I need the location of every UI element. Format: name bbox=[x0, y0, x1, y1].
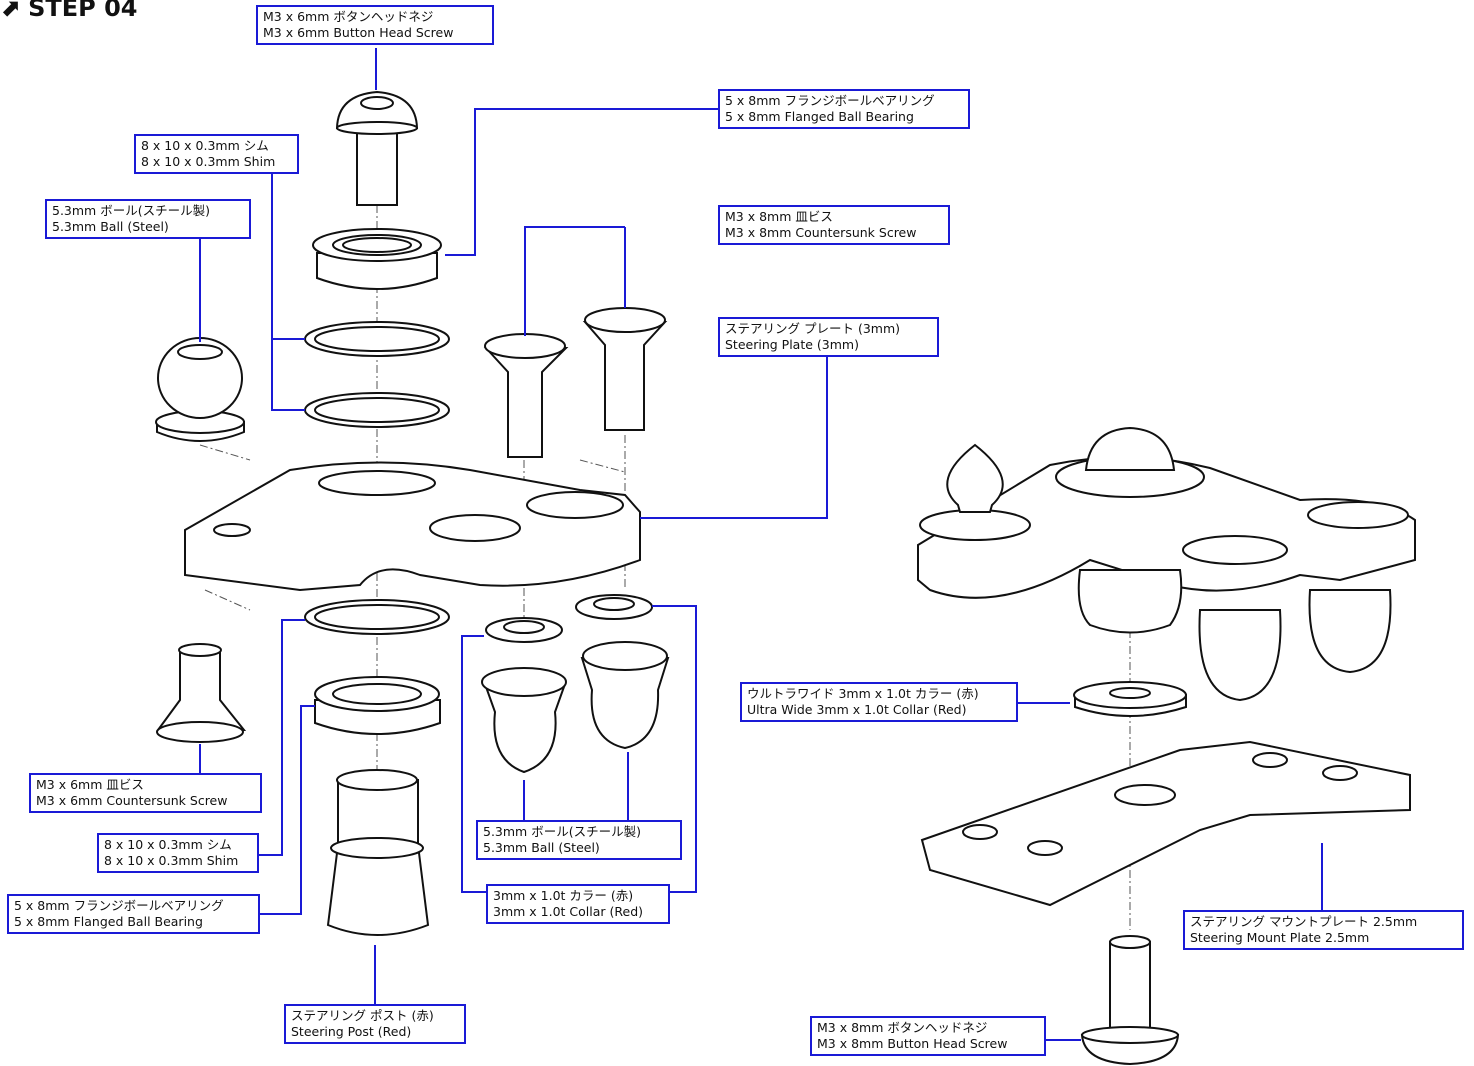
countersunk-screw-6 bbox=[156, 643, 247, 743]
step-heading: ⬈ STEP 04 bbox=[0, 0, 138, 22]
label-shim-low-jp: 8 x 10 x 0.3mm シム bbox=[104, 837, 232, 852]
label-top-screw-jp: M3 x 6mm ボタンヘッドネジ bbox=[263, 9, 434, 24]
leader-lines bbox=[199, 48, 1323, 1041]
label-shim-low-en: 8 x 10 x 0.3mm Shim bbox=[104, 853, 239, 868]
steel-ball-left bbox=[155, 337, 245, 442]
assembled-steering-unit bbox=[917, 426, 1416, 702]
flanged-bearing-low bbox=[314, 676, 441, 735]
label-uw-collar-jp: ウルトラワイド 3mm x 1.0t カラー (赤) bbox=[747, 686, 979, 701]
label-ball-left-jp: 5.3mm ボール(スチール製) bbox=[52, 203, 210, 218]
countersunk-screw-8-right bbox=[582, 307, 668, 431]
step-title: STEP 04 bbox=[28, 0, 138, 22]
label-post-jp: ステアリング ポスト (赤) bbox=[291, 1008, 434, 1023]
label-top-bearing: 5 x 8mm フランジボールベアリング 5 x 8mm Flanged Bal… bbox=[718, 89, 970, 129]
label-post-en: Steering Post (Red) bbox=[291, 1024, 412, 1039]
label-button-head-screw-8: M3 x 8mm ボタンヘッドネジ M3 x 8mm Button Head S… bbox=[810, 1016, 1046, 1056]
label-ball-right-en: 5.3mm Ball (Steel) bbox=[483, 840, 600, 855]
steering-plate bbox=[184, 461, 641, 592]
button-head-screw-top bbox=[335, 90, 419, 206]
label-cs8-jp: M3 x 8mm 皿ビス bbox=[725, 209, 833, 224]
label-mount-plate: ステアリング マウントプレート 2.5mm Steering Mount Pla… bbox=[1183, 910, 1464, 950]
label-shim-low: 8 x 10 x 0.3mm シム 8 x 10 x 0.3mm Shim bbox=[97, 833, 259, 873]
label-cs6-jp: M3 x 6mm 皿ビス bbox=[36, 777, 144, 792]
steel-ball-right-1 bbox=[481, 667, 567, 774]
label-cs6-en: M3 x 6mm Countersunk Screw bbox=[36, 793, 228, 808]
label-bearing-low-jp: 5 x 8mm フランジボールベアリング bbox=[14, 898, 224, 913]
countersunk-screw-8-left bbox=[483, 333, 569, 458]
step-arrow-icon: ⬈ bbox=[0, 0, 21, 22]
shim-low bbox=[304, 599, 450, 635]
label-plate-en: Steering Plate (3mm) bbox=[725, 337, 859, 352]
shim-top-1 bbox=[304, 321, 450, 357]
label-top-bearing-jp: 5 x 8mm フランジボールベアリング bbox=[725, 93, 935, 108]
label-top-shim-en: 8 x 10 x 0.3mm Shim bbox=[141, 154, 276, 169]
label-uw-collar-en: Ultra Wide 3mm x 1.0t Collar (Red) bbox=[747, 702, 967, 717]
steel-ball-right-2 bbox=[580, 641, 670, 750]
label-top-screw: M3 x 6mm ボタンヘッドネジ M3 x 6mm Button Head S… bbox=[256, 5, 494, 45]
button-head-screw-bottom bbox=[1080, 935, 1180, 1066]
label-ball-right-jp: 5.3mm ボール(スチール製) bbox=[483, 824, 641, 839]
label-top-shim: 8 x 10 x 0.3mm シム 8 x 10 x 0.3mm Shim bbox=[134, 134, 299, 174]
label-plate-jp: ステアリング プレート (3mm) bbox=[725, 321, 901, 336]
label-top-screw-en: M3 x 6mm Button Head Screw bbox=[263, 25, 454, 40]
shim-top-2 bbox=[304, 392, 450, 428]
label-steering-plate: ステアリング プレート (3mm) Steering Plate (3mm) bbox=[718, 317, 939, 357]
label-ultra-wide-collar: ウルトラワイド 3mm x 1.0t カラー (赤) Ultra Wide 3m… bbox=[740, 682, 1018, 722]
label-bearing-low-en: 5 x 8mm Flanged Ball Bearing bbox=[14, 914, 203, 929]
collar-right bbox=[575, 594, 653, 620]
label-bh8-jp: M3 x 8mm ボタンヘッドネジ bbox=[817, 1020, 988, 1035]
label-steering-post: ステアリング ポスト (赤) Steering Post (Red) bbox=[284, 1004, 466, 1044]
label-mount-plate-en: Steering Mount Plate 2.5mm bbox=[1190, 930, 1370, 945]
ultra-wide-collar bbox=[1073, 681, 1187, 717]
label-mount-plate-jp: ステアリング マウントプレート 2.5mm bbox=[1190, 914, 1418, 929]
steering-post bbox=[326, 769, 430, 936]
steering-mount-plate bbox=[920, 740, 1411, 907]
label-collar-en: 3mm x 1.0t Collar (Red) bbox=[493, 904, 643, 919]
label-collar-jp: 3mm x 1.0t カラー (赤) bbox=[493, 888, 634, 903]
label-ball-right: 5.3mm ボール(スチール製) 5.3mm Ball (Steel) bbox=[476, 820, 682, 860]
label-countersunk-screw-6: M3 x 6mm 皿ビス M3 x 6mm Countersunk Screw bbox=[29, 773, 262, 813]
label-bh8-en: M3 x 8mm Button Head Screw bbox=[817, 1036, 1008, 1051]
label-cs8-en: M3 x 8mm Countersunk Screw bbox=[725, 225, 917, 240]
label-top-shim-jp: 8 x 10 x 0.3mm シム bbox=[141, 138, 269, 153]
label-bearing-low: 5 x 8mm フランジボールベアリング 5 x 8mm Flanged Bal… bbox=[7, 894, 260, 934]
label-top-bearing-en: 5 x 8mm Flanged Ball Bearing bbox=[725, 109, 914, 124]
label-collar: 3mm x 1.0t カラー (赤) 3mm x 1.0t Collar (Re… bbox=[486, 884, 670, 924]
label-ball-left: 5.3mm ボール(スチール製) 5.3mm Ball (Steel) bbox=[45, 199, 251, 239]
label-countersunk-screw-8: M3 x 8mm 皿ビス M3 x 8mm Countersunk Screw bbox=[718, 205, 950, 245]
flanged-bearing-top bbox=[312, 228, 442, 290]
collar-left bbox=[485, 617, 563, 643]
label-ball-left-en: 5.3mm Ball (Steel) bbox=[52, 219, 169, 234]
